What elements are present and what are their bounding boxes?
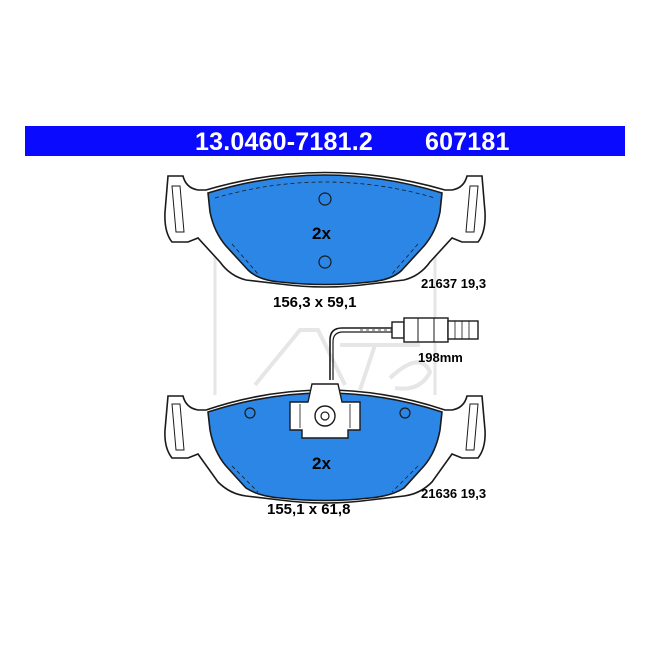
wear-sensor <box>329 317 479 380</box>
watermark-logo <box>213 240 437 395</box>
bottom-pad-dimensions: 155,1 x 61,8 <box>267 501 351 518</box>
top-pad-dimensions: 156,3 x 59,1 <box>273 294 357 311</box>
top-pad-spec-number: 21637 <box>421 276 458 291</box>
bottom-pad <box>164 383 486 504</box>
top-pad-spec: 21637 19,3 <box>421 276 486 291</box>
top-pad-quantity: 2x <box>312 224 331 243</box>
top-pad <box>164 171 486 288</box>
reference-number: 607181 <box>425 128 510 156</box>
part-number: 13.0460-7181.2 <box>195 128 373 156</box>
header-bar: 13.0460-7181.2 607181 <box>25 126 625 156</box>
top-pad-friction-material <box>207 174 443 286</box>
bottom-pad-spec-thickness: 19,3 <box>460 486 487 501</box>
sensor-length: 198mm <box>418 350 463 365</box>
bottom-pad-quantity: 2x <box>312 454 331 473</box>
bottom-pad-spec: 21636 19,3 <box>421 486 486 501</box>
top-pad-spec-thickness: 19,3 <box>460 276 487 291</box>
bottom-pad-spec-number: 21636 <box>421 486 458 501</box>
bottom-pad-friction-material <box>207 392 443 502</box>
